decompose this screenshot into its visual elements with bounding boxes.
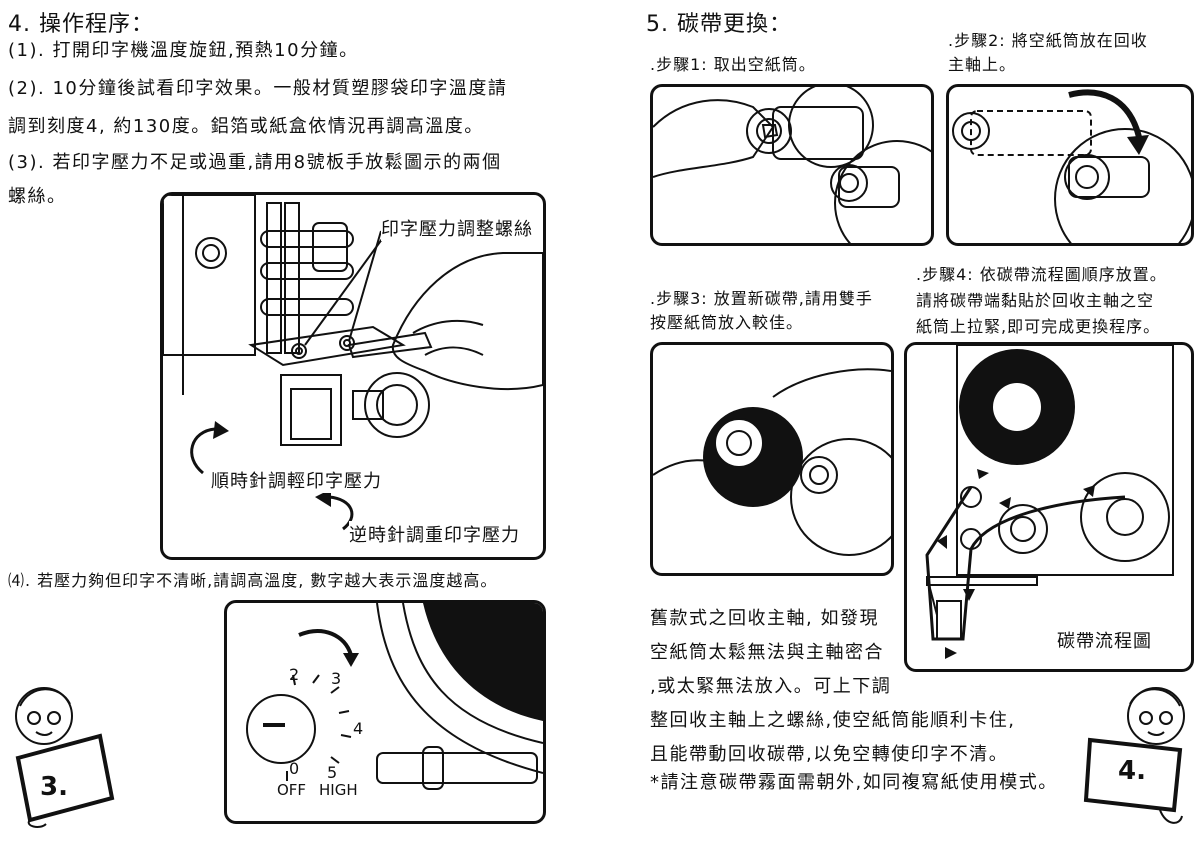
ribbon-path-diagram [925, 345, 1174, 659]
page-badge-left: 3. [40, 772, 68, 802]
dial-tick-0: 0 [289, 759, 300, 778]
mascot-left-illustration [15, 687, 115, 828]
dial-illustration [246, 603, 543, 790]
insert-ribbon-illustration [653, 368, 891, 556]
step-3-label-line2: 按壓紙筒放入較佳。 [650, 313, 804, 332]
step-2-text-line1: (2). 10分鐘後試看印字效果。一般材質塑膠袋印字溫度請 [8, 78, 508, 99]
step-2-text-line2: 調到刻度4, 約130度。鋁箔或紙盒依情況再調高溫度。 [8, 116, 484, 137]
step-4-label-line1: .步驟4: 依碳帶流程圖順序放置。 [916, 265, 1167, 284]
step-3-label-line1: .步驟3: 放置新碳帶,請用雙手 [650, 289, 873, 308]
mascot-right-illustration [1083, 687, 1185, 824]
note-line-4: 整回收主軸上之螺絲,使空紙筒能順利卡住, [650, 710, 1016, 731]
ribbon-flow-figure: 碳帶流程圖 [904, 342, 1194, 672]
section-5-heading: 5. 碳帶更換： [646, 12, 792, 37]
dial-off-label: OFF [277, 781, 307, 799]
place-core-illustration [952, 89, 1191, 243]
note-line-5: 且能帶動回收碳帶,以免空轉使印字不清。 [650, 744, 1009, 765]
dial-tick-2: 2 [289, 665, 300, 684]
remove-core-illustration [653, 87, 931, 243]
counterclockwise-label: 逆時針調重印字壓力 [349, 521, 520, 547]
step-1-label: .步驟1: 取出空紙筒。 [650, 55, 816, 74]
note-line-3: ,或太緊無法放入。可上下調 [650, 676, 892, 697]
counterclockwise-arrow-icon [328, 495, 354, 531]
mascot-right: 4. [1070, 680, 1200, 830]
note-line-2: 空紙筒太鬆無法與主軸密合 [650, 642, 884, 663]
dial-tick-4: 4 [353, 719, 364, 738]
turn-arrow-icon [298, 629, 353, 656]
note-line-6: *請注意碳帶霧面需朝外,如同複寫紙使用模式。 [650, 772, 1058, 793]
note-line-1: 舊款式之回收主軸, 如發現 [650, 608, 879, 629]
pressure-adjust-figure: 印字壓力調整螺絲 順時針調輕印字壓力 逆時針調重印字壓力 [160, 192, 546, 560]
step-2-label-line2: 主軸上。 [948, 55, 1017, 74]
step-1-text: (1). 打開印字機溫度旋鈕,預熱10分鐘。 [8, 40, 359, 61]
step-2-label-line1: .步驟2: 將空紙筒放在回收 [948, 31, 1148, 50]
step-4-text: ⑷. 若壓力夠但印字不清晰,請調高溫度, 數字越大表示溫度越高。 [8, 571, 498, 590]
dial-tick-5: 5 [327, 763, 338, 782]
step-3-figure [650, 342, 894, 576]
step-1-figure [650, 84, 934, 246]
ribbon-roll-shape [423, 603, 543, 721]
step-4-label-line3: 紙筒上拉緊,即可完成更換程序。 [916, 317, 1161, 336]
dial-high-label: HIGH [319, 781, 358, 799]
temperature-dial-figure: 2 3 4 0 5 OFF HIGH [224, 600, 546, 824]
screw-label: 印字壓力調整螺絲 [381, 215, 533, 241]
mascot-left: 3. [0, 680, 130, 830]
step-4-label-line2: 請將碳帶端黏貼於回收主軸之空 [916, 291, 1155, 310]
section-4-heading: 4. 操作程序： [8, 12, 154, 37]
step-2-figure [946, 84, 1194, 246]
step-3-text-line2: 螺絲。 [8, 186, 67, 207]
step-3-text-line1: (3). 若印字壓力不足或過重,請用8號板手放鬆圖示的兩個 [8, 152, 502, 173]
clockwise-label: 順時針調輕印字壓力 [211, 467, 382, 493]
clockwise-arrow-icon [190, 427, 216, 475]
printer-mechanism-illustration [163, 195, 543, 531]
page-badge-right: 4. [1118, 756, 1146, 786]
flow-diagram-label: 碳帶流程圖 [1057, 631, 1152, 652]
dial-tick-3: 3 [331, 669, 342, 688]
